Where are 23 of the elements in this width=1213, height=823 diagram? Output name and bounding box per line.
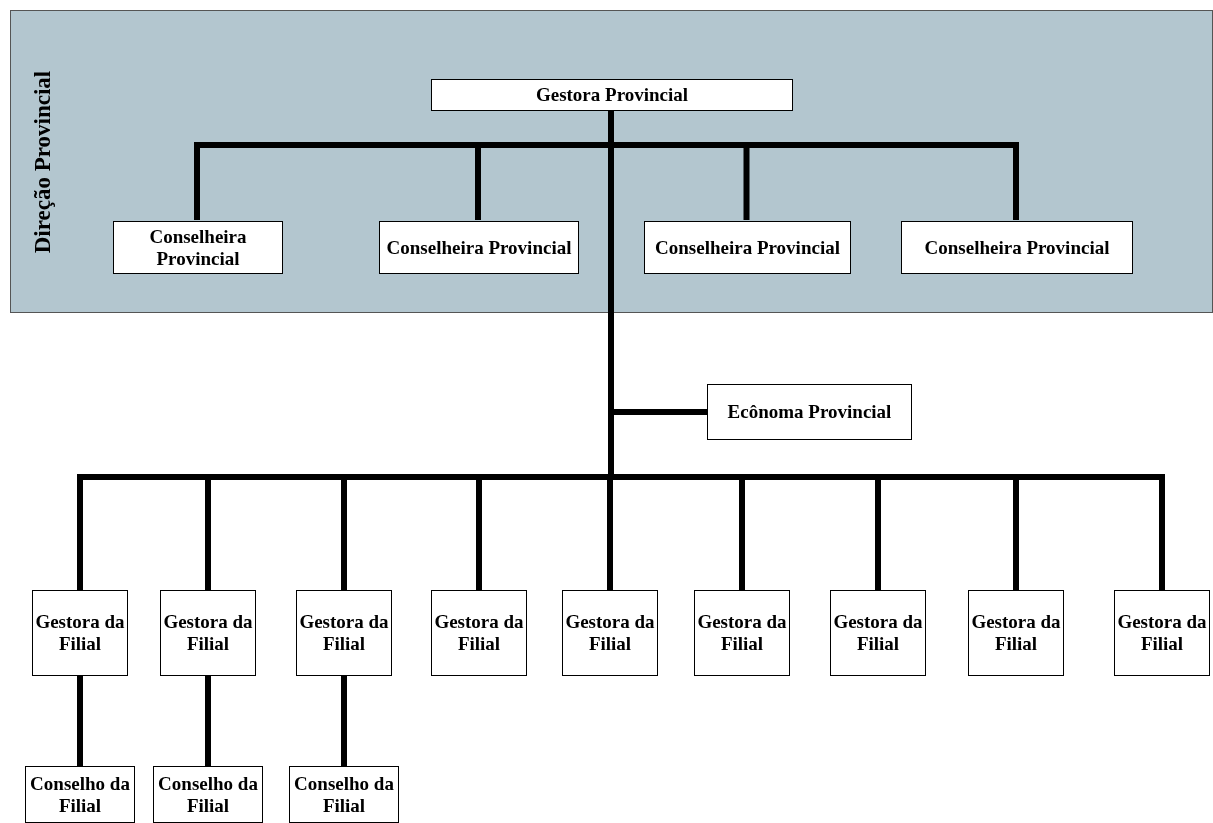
- connector-line: [341, 676, 347, 766]
- role-box: Gestora da Filial: [431, 590, 527, 676]
- role-box: Conselheira Provincial: [379, 221, 579, 274]
- role-box: Ecônoma Provincial: [707, 384, 912, 440]
- role-box: Conselheira Provincial: [113, 221, 283, 274]
- role-box: Gestora da Filial: [32, 590, 128, 676]
- role-box: Conselheira Provincial: [901, 221, 1133, 274]
- role-box: Gestora da Filial: [694, 590, 790, 676]
- role-box: Gestora da Filial: [968, 590, 1064, 676]
- connector-line: [205, 676, 211, 766]
- role-box: Gestora Provincial: [431, 79, 793, 111]
- role-box: Conselho da Filial: [25, 766, 135, 823]
- role-box: Conselheira Provincial: [644, 221, 851, 274]
- role-box: Gestora da Filial: [1114, 590, 1210, 676]
- role-box: Gestora da Filial: [562, 590, 658, 676]
- role-box: Gestora da Filial: [160, 590, 256, 676]
- role-box: Conselho da Filial: [153, 766, 263, 823]
- connector-line: [77, 676, 83, 766]
- role-box: Gestora da Filial: [296, 590, 392, 676]
- group-title: Direção Provincial: [30, 70, 56, 253]
- role-box: Conselho da Filial: [289, 766, 399, 823]
- group-band: [10, 10, 1213, 313]
- role-box: Gestora da Filial: [830, 590, 926, 676]
